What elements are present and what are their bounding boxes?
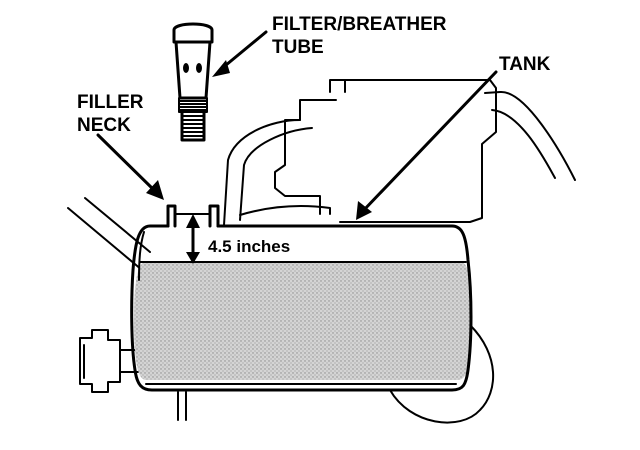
tank-label: TANK — [499, 54, 551, 75]
measurement-label: 4.5 inches — [208, 237, 290, 256]
filter-label-line2: TUBE — [272, 37, 324, 58]
filler-leader-line — [96, 133, 158, 194]
tank-outline — [130, 224, 473, 392]
filter-breather-tube — [172, 22, 214, 142]
fluid-fill — [134, 262, 472, 380]
filter-label-line1: FILTER/BREATHER — [272, 14, 447, 35]
filler-label-line2: NECK — [77, 115, 131, 136]
engine-background — [67, 79, 576, 424]
tank-body — [130, 224, 473, 392]
callout-leaders — [96, 30, 498, 220]
measurement-arrow — [186, 214, 200, 264]
filler-label-line1: FILLER — [77, 92, 144, 113]
filler-neck — [166, 204, 220, 228]
tank-leader-line — [360, 70, 498, 214]
filter-leader-line — [218, 30, 268, 72]
